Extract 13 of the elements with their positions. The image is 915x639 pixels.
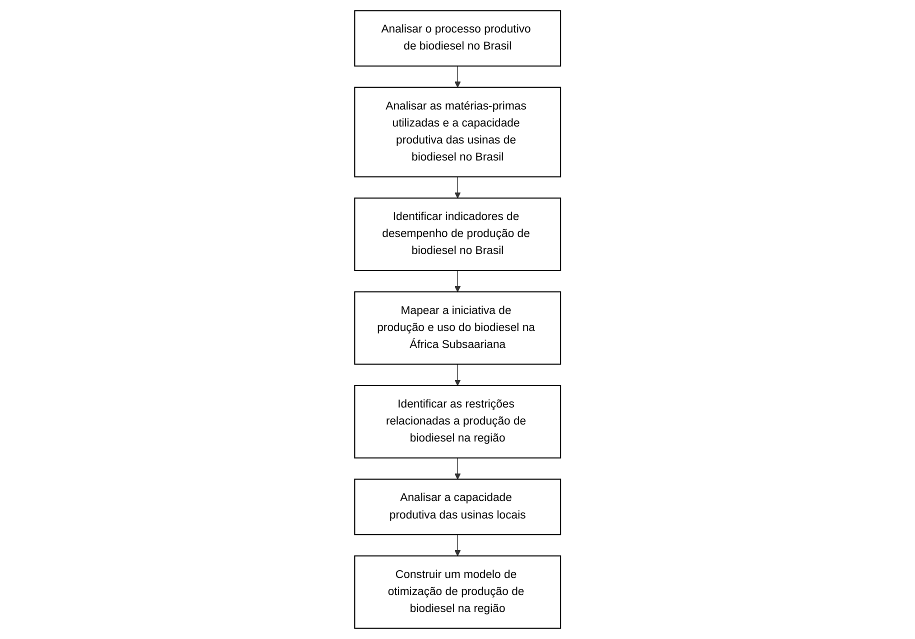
node-box: Analisar o processo produtivo de biodiesel no Brasil — [354, 10, 561, 67]
arrow — [454, 364, 461, 386]
node-box: Analisar a capacidade produtiva das usinas locais — [354, 478, 561, 536]
node-box: Analisar as matérias-primas utilizadas e a capacidade produtiva das usinas de biodiesel no Brasil — [354, 86, 561, 178]
arrow — [454, 458, 461, 480]
arrow — [454, 534, 461, 556]
node-box: Identificar as restrições relacionadas a produção de biodiesel na região — [354, 384, 561, 458]
arrow — [454, 270, 461, 292]
arrow — [454, 66, 461, 88]
node-box: Identificar indicadores de desempenho de produção de biodiesel no Brasil — [354, 198, 561, 272]
node-box: Construir um modelo de otimização de produção de biodiesel na região — [354, 555, 561, 629]
arrow — [454, 176, 461, 198]
node-box: Mapear a iniciativa de produção e uso do biodiesel na África Subsaariana — [354, 291, 561, 365]
